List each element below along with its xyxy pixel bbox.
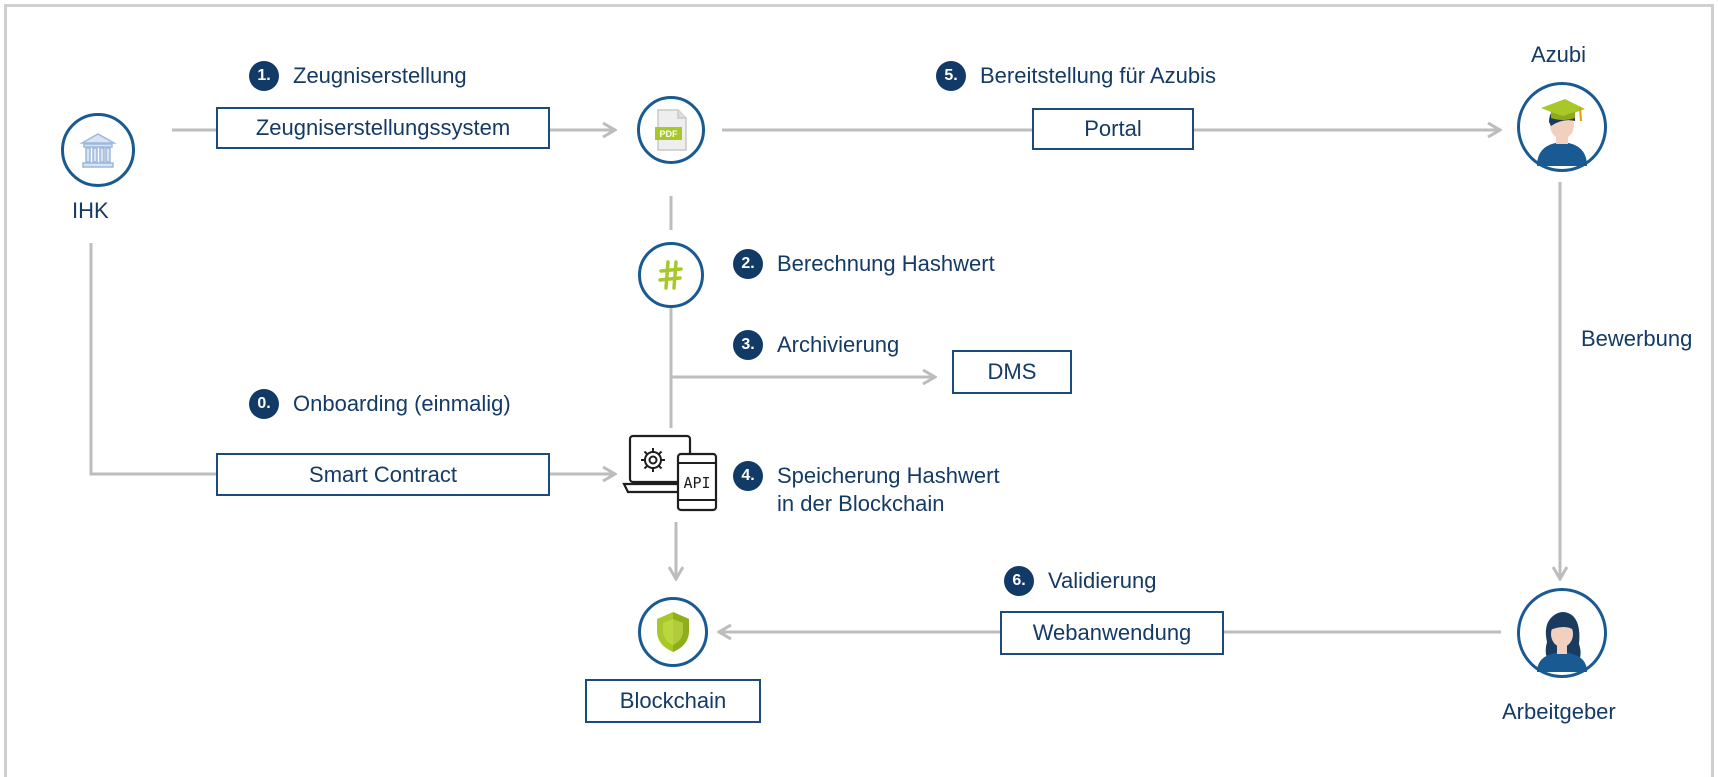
step-4-text-line2: in der Blockchain [777, 491, 945, 516]
blockchain-node [638, 597, 708, 667]
step-text: Berechnung Hashwert [777, 251, 995, 276]
step-5: 5. Bereitstellung für Azubis [936, 61, 1216, 91]
step-text: Archivierung [777, 332, 900, 357]
step-text: Bereitstellung für Azubis [980, 63, 1217, 88]
azubi-label: Azubi [1531, 42, 1587, 67]
step-text: Zeugniserstellung [293, 63, 467, 88]
diagram-frame [4, 4, 1714, 777]
blockchain-box: Blockchain [585, 679, 761, 723]
step-text: Onboarding (einmalig) [293, 391, 511, 416]
arrow-ihk-to-api [89, 243, 614, 474]
step-text: Speicherung Hashwert [777, 463, 1000, 488]
pdf-icon-label: PDF [660, 129, 679, 139]
step-4: 4. Speicherung Hashwert [733, 461, 1000, 491]
step-badge: 3. [733, 330, 763, 360]
graduate-avatar-icon [1537, 99, 1587, 166]
smart-contract-box: Smart Contract [216, 453, 550, 496]
step-badge: 1. [249, 61, 279, 91]
step-badge: 0. [249, 389, 279, 419]
pdf-node: PDF [637, 96, 705, 164]
azubi-node [1517, 82, 1607, 172]
hash-node [638, 242, 704, 308]
arbeitgeber-node [1517, 588, 1607, 678]
api-icon-label: API [683, 474, 710, 492]
api-node: API [622, 430, 724, 514]
ihk-label: IHK [72, 198, 109, 223]
step-badge: 2. [733, 249, 763, 279]
step-3: 3. Archivierung [733, 330, 899, 360]
dms-box: DMS [952, 350, 1072, 394]
pdf-document-icon: PDF [655, 109, 687, 151]
arbeitgeber-label: Arbeitgeber [1502, 699, 1616, 724]
portal-box: Portal [1032, 108, 1194, 150]
ihk-node [61, 113, 135, 187]
step-text: Validierung [1048, 568, 1157, 593]
step-0: 0. Onboarding (einmalig) [249, 389, 511, 419]
step-2: 2. Berechnung Hashwert [733, 249, 995, 279]
bewerbung-label: Bewerbung [1581, 326, 1693, 351]
employer-avatar-icon [1537, 612, 1587, 672]
webanwendung-box: Webanwendung [1000, 611, 1224, 655]
step-badge: 6. [1004, 566, 1034, 596]
step-6: 6. Validierung [1004, 566, 1156, 596]
zeugniserstellungssystem-box: Zeugniserstellungssystem [216, 107, 550, 149]
bank-building-icon [79, 133, 117, 168]
step-1: 1. Zeugniserstellung [249, 61, 467, 91]
api-laptop-icon: API [622, 434, 718, 512]
shield-icon [657, 612, 689, 652]
hash-icon [658, 260, 683, 290]
step-badge: 4. [733, 461, 763, 491]
step-badge: 5. [936, 61, 966, 91]
